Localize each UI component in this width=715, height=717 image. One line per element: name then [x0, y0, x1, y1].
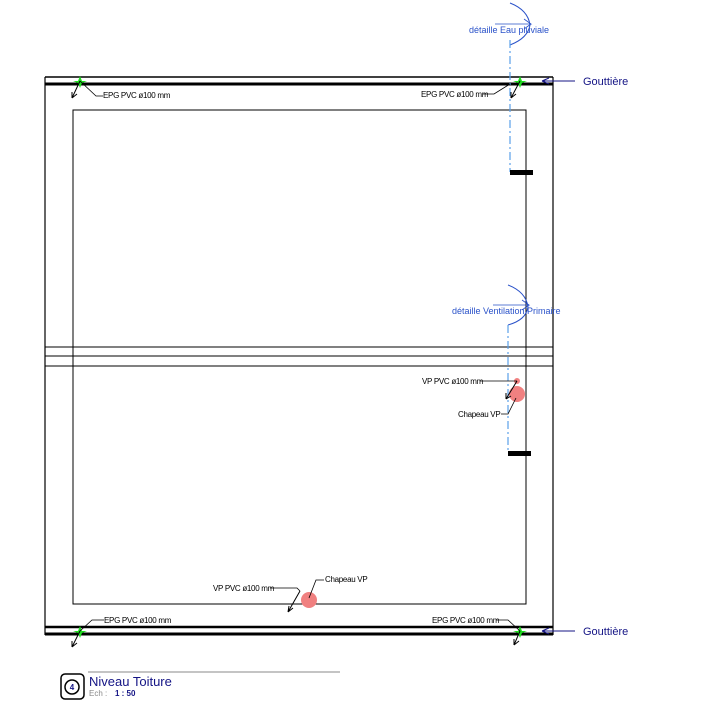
scale-label: Ech :	[89, 689, 107, 698]
vent-cap-icon	[509, 386, 525, 402]
cap-label: Chapeau VP	[325, 575, 367, 584]
section-end-bar	[508, 451, 531, 456]
section-label: détaille Eau pluviale	[469, 25, 549, 35]
gutter-bottom[interactable]: Gouttière	[541, 626, 628, 638]
pipe-label: EPG PVC ø100 mm	[421, 90, 489, 99]
section-end-bar	[510, 170, 533, 175]
section-label: détaille Ventilation Primaire	[452, 306, 561, 316]
cap-label: Chapeau VP	[458, 410, 500, 419]
section-mark-ventilation-primaire[interactable]: détaille Ventilation Primaire	[452, 284, 561, 456]
drain-top-left[interactable]: EPG PVC ø100 mm	[71, 76, 171, 100]
vent-pipe-right[interactable]: VP PVC ø100 mm Chapeau VP	[422, 377, 525, 419]
gutter-label: Gouttière	[583, 76, 628, 88]
view-title: Niveau Toiture	[89, 674, 172, 689]
gutter-top[interactable]: Gouttière	[541, 76, 628, 88]
drain-bottom-right[interactable]: EPG PVC ø100 mm	[432, 616, 527, 646]
view-number: 4	[70, 683, 75, 692]
scale-value: 1 : 50	[115, 689, 136, 698]
vent-cap-icon	[301, 592, 317, 608]
roof-outline	[44, 76, 554, 636]
drain-bottom-left[interactable]: EPG PVC ø100 mm	[71, 616, 172, 648]
section-mark-eau-pluviale[interactable]: détaille Eau pluviale	[469, 2, 549, 175]
vent-pipe-bottom[interactable]: VP PVC ø100 mm Chapeau VP	[213, 575, 368, 613]
gutter-label: Gouttière	[583, 626, 628, 638]
drain-top-right[interactable]: EPG PVC ø100 mm	[421, 76, 527, 99]
pipe-label: EPG PVC ø100 mm	[104, 616, 172, 625]
pipe-label: VP PVC ø100 mm	[422, 377, 484, 386]
pipe-label: EPG PVC ø100 mm	[432, 616, 500, 625]
pipe-label: EPG PVC ø100 mm	[103, 91, 171, 100]
view-title-block: 4 Niveau Toiture Ech : 1 : 50	[60, 671, 340, 700]
pipe-label: VP PVC ø100 mm	[213, 584, 275, 593]
view-number-circle	[64, 679, 80, 695]
